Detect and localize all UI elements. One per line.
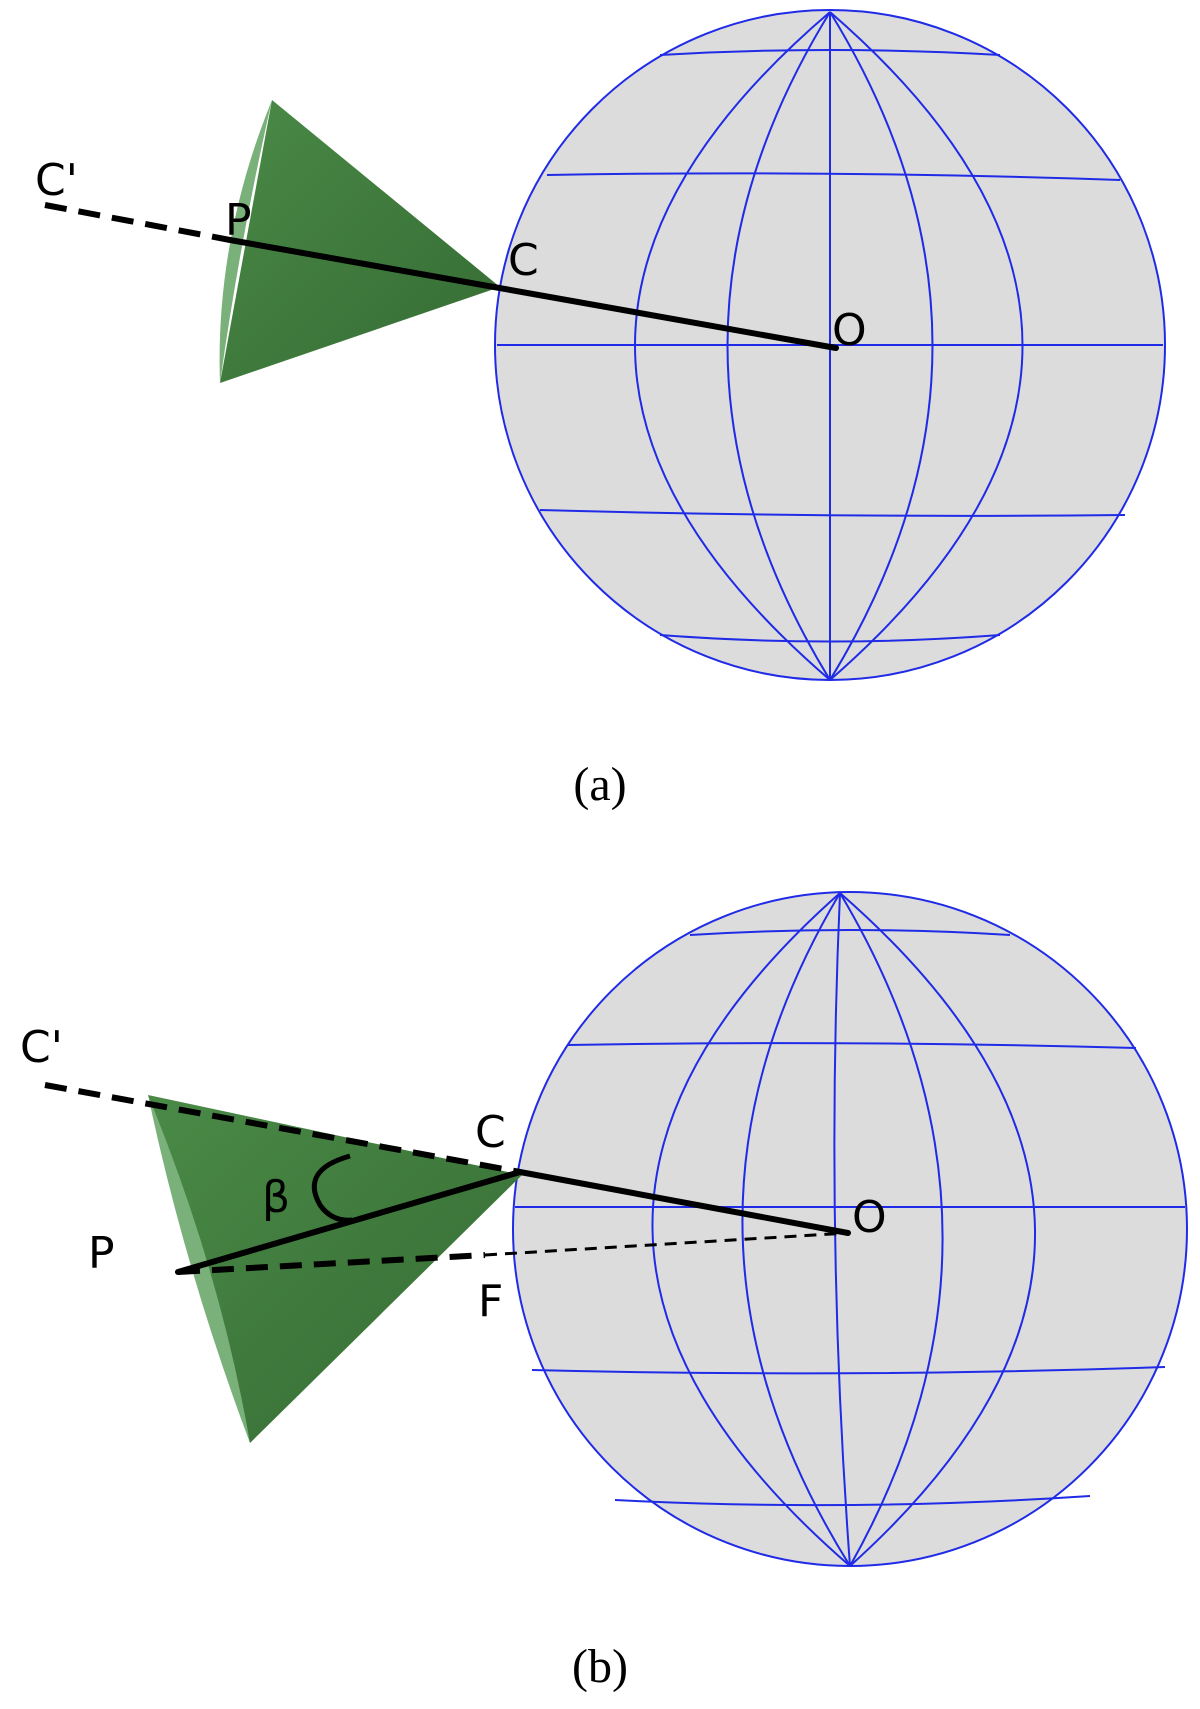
label-a-c-prime: C': [35, 155, 78, 206]
sphere-a-parallel: [659, 634, 1001, 643]
line-b-cprime-c: [44, 1082, 521, 1175]
sphere-b-meridian: [839, 892, 944, 1567]
cone-b-body: [148, 1095, 522, 1443]
label-b-c: C: [475, 1107, 506, 1158]
sphere-b-parallel: [689, 929, 1011, 936]
caption-a: (a): [573, 758, 626, 811]
label-b-p: P: [88, 1228, 115, 1279]
panel-a: C' P C O (a): [35, 9, 1166, 811]
label-a-o: O: [832, 305, 867, 356]
label-a-c: C: [508, 235, 539, 286]
sphere-a-parallel: [659, 49, 1001, 56]
sphere-b-meridian: [839, 892, 1036, 1567]
sphere-b: [512, 891, 1188, 1567]
label-b-beta: β: [262, 1172, 290, 1223]
line-b-p-f: [177, 1252, 486, 1275]
sphere-b-parallel: [567, 1042, 1137, 1049]
caption-b: (b): [572, 1640, 628, 1693]
sphere-b-meridian: [741, 892, 851, 1567]
label-b-o: O: [852, 1192, 887, 1243]
sphere-b-body: [512, 891, 1188, 1567]
sphere-a-parallel: [539, 509, 1126, 517]
angle-beta-arc: [311, 1153, 353, 1223]
panel-b: C' C β P O F (b): [20, 891, 1188, 1693]
line-a-cprime-p: [44, 202, 231, 243]
sphere-a-parallel: [546, 172, 1121, 181]
line-a-p-o: [227, 237, 839, 351]
sphere-b-parallel: [614, 1495, 1091, 1507]
sphere-b-parallel: [531, 1366, 1166, 1375]
line-b-f-o: [484, 1231, 849, 1257]
label-b-c-prime: C': [20, 1022, 63, 1073]
sphere-b-meridian: [651, 892, 851, 1567]
label-a-p: P: [225, 195, 252, 246]
line-b-c-o: [517, 1169, 851, 1236]
label-b-f: F: [478, 1276, 503, 1327]
cone-a: [219, 100, 500, 383]
cone-b: [148, 1095, 522, 1443]
cone-a-body: [220, 100, 500, 383]
